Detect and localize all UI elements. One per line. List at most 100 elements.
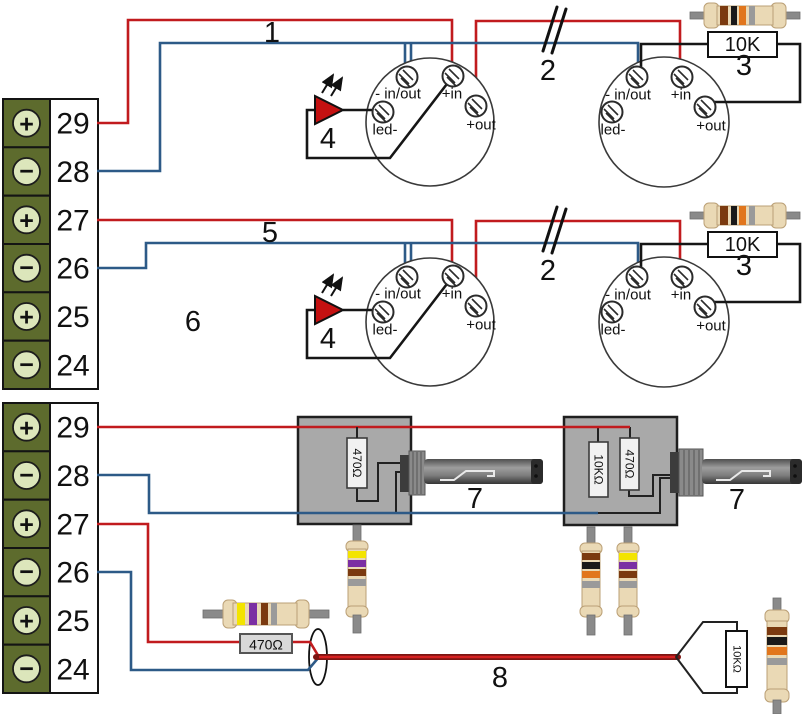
terminal-cell: + — [2, 98, 51, 149]
detector-connector-2: - in/out +in led- +out 10K 3 — [598, 2, 802, 188]
terminal-cell: − — [2, 243, 51, 294]
terminal-number: 28 — [56, 460, 89, 493]
terminal-cell: − — [2, 339, 51, 391]
label-wire-5: 5 — [262, 217, 278, 249]
pot-flange — [670, 452, 680, 493]
cable-end-resistor-10k — [725, 630, 748, 688]
terminal-block-top: + − + − + − 29 28 27 26 — [2, 98, 99, 391]
terminal-label-led-neg: led- — [600, 122, 625, 139]
label-cable-2: 2 — [540, 55, 556, 87]
terminal-label-pos-out: +out — [696, 318, 726, 335]
label-zone-6: 6 — [185, 306, 201, 338]
screw-icon — [693, 295, 717, 319]
screw-icon — [600, 100, 624, 124]
pot-resistor-10k — [588, 441, 609, 498]
terminal-number: 24 — [56, 349, 89, 382]
terminal-label-pos-in: +in — [442, 286, 462, 303]
screw-icon — [625, 265, 649, 289]
screw-icon — [693, 95, 717, 119]
terminal-number: 27 — [56, 204, 89, 237]
polarity-sign: + — [19, 608, 34, 636]
led-icon — [314, 273, 346, 326]
polarity-sign: − — [19, 462, 34, 490]
screw-icon — [371, 300, 395, 324]
screw-icon — [670, 65, 694, 89]
cable-8-wiring: 470Ω 8 10KΩ — [97, 522, 748, 694]
led-wire-anode-jumper — [305, 279, 452, 360]
terminal-cell: − — [2, 146, 51, 197]
pot-flange — [400, 455, 410, 492]
terminal-number: 29 — [56, 108, 89, 141]
pot-shaft-tip — [790, 459, 802, 484]
screw-icon — [464, 94, 488, 118]
cable-end-fanout — [675, 621, 738, 658]
wire-positive-cable8 — [97, 522, 240, 644]
eol-resistor-value: 10K — [725, 34, 761, 56]
resistor-photo-470-horizontal-icon — [202, 599, 330, 629]
label-wire-1: 1 — [264, 17, 280, 49]
detector-connector-4: - in/out +in led- +out 10K 3 — [598, 202, 802, 388]
label-led-4: 4 — [320, 123, 336, 155]
terminal-number: 25 — [56, 605, 89, 638]
pot-internal-wire — [628, 474, 672, 497]
screw-icon — [395, 65, 419, 89]
loop-2-wiring: 5 6 2 — [97, 205, 682, 338]
eol-resistor-value: 10K — [725, 234, 761, 256]
terminal-label-neg-in-out: - in/out — [375, 286, 422, 303]
pot-resistor-470 — [619, 437, 640, 491]
terminal-number: 26 — [56, 557, 89, 590]
terminal-label-pos-out: +out — [696, 118, 726, 135]
eol-resistor-box — [707, 231, 778, 258]
pot-supply-wiring — [97, 425, 630, 515]
wire-negative-cable8 — [97, 570, 320, 672]
label-pot-7: 7 — [729, 484, 745, 516]
terminal-number: 24 — [56, 653, 89, 686]
pot-bushing-knurl — [683, 450, 700, 495]
terminal-label-pos-out: +out — [466, 317, 496, 334]
wire-negative-pots — [97, 473, 598, 515]
potentiometer-2: 10KΩ 470Ω — [562, 415, 802, 527]
terminal-number-column — [49, 402, 99, 694]
polarity-sign: − — [19, 655, 34, 683]
terminal-label-neg-in-out: - in/out — [605, 287, 652, 304]
terminal-label-led-neg: led- — [372, 122, 397, 139]
terminal-cell: + — [2, 291, 51, 342]
label-cable-2: 2 — [540, 255, 556, 287]
pot-internal-wire — [598, 477, 672, 514]
cable-end-resistor-10k-value: 10KΩ — [731, 645, 743, 673]
inline-resistor-470-value: 470Ω — [249, 637, 283, 653]
terminal-label-pos-in: +in — [442, 86, 462, 103]
terminal-cell: + — [2, 194, 51, 245]
terminal-cell: + — [2, 498, 51, 550]
terminal-number: 28 — [56, 156, 89, 189]
label-resistor-3: 3 — [736, 250, 752, 282]
terminal-cell: − — [2, 450, 51, 501]
detector-connector-1: 4 - in/out +in led- +out — [305, 57, 497, 187]
terminal-label-led-neg: led- — [600, 322, 625, 339]
pot-shaft-tip — [531, 459, 543, 484]
terminal-number: 29 — [56, 412, 89, 445]
resistor-photo-10k-vertical-icon — [579, 526, 603, 636]
screw-icon — [395, 265, 419, 289]
led-icon — [314, 73, 346, 126]
polarity-sign: + — [19, 111, 34, 139]
potentiometer-1: 470Ω — [296, 415, 543, 526]
screw-icon — [441, 264, 465, 288]
inline-resistor-470-box — [239, 633, 293, 654]
terminal-number-column — [49, 98, 99, 390]
eol-resistor-box — [707, 31, 778, 58]
resistor-photo-10k-vertical-icon — [764, 597, 790, 714]
terminal-number: 27 — [56, 508, 89, 541]
eol-wire-right — [710, 42, 802, 104]
pot-resistor-470-value: 470Ω — [623, 450, 637, 479]
screw-icon — [625, 65, 649, 89]
eol-wire-right — [710, 242, 802, 304]
screw-icon — [670, 265, 694, 289]
terminal-label-neg-in-out: - in/out — [375, 86, 422, 103]
polarity-sign: + — [19, 304, 34, 332]
eol-wire-left — [639, 242, 708, 274]
polarity-sign: − — [19, 351, 34, 379]
wire-negative-1 — [97, 41, 640, 173]
